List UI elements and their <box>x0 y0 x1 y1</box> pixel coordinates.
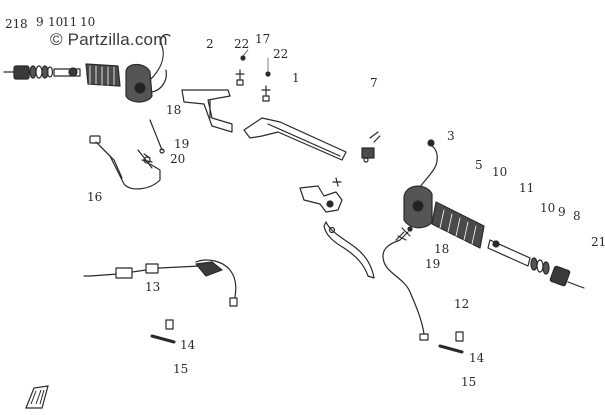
clutch-cable <box>83 259 238 307</box>
cable-adjuster-left <box>150 319 176 344</box>
left-spacer-rings <box>29 65 54 79</box>
screw-item-18-left <box>149 119 165 154</box>
callout-10-right-a: 10 <box>492 165 508 179</box>
callout-2: 2 <box>206 37 214 51</box>
brake-lever-perch <box>299 177 343 213</box>
callout-15-left: 15 <box>173 362 189 376</box>
callout-20: 20 <box>170 152 186 166</box>
right-switch-housing <box>403 185 433 229</box>
brake-cable <box>382 226 429 341</box>
callout-10-top-left-b: 10 <box>80 15 96 29</box>
callout-11-right: 11 <box>519 181 535 195</box>
callout-15-right: 15 <box>461 375 477 389</box>
callout-8-top-left: 8 <box>20 17 28 31</box>
callout-3: 3 <box>447 129 455 143</box>
callout-13: 13 <box>145 280 161 294</box>
callout-14-left: 14 <box>180 338 196 352</box>
callout-18-left: 18 <box>166 103 182 117</box>
callout-22-b: 22 <box>273 47 289 61</box>
throttle-cable <box>89 135 161 190</box>
right-wiring-lead <box>417 139 438 191</box>
callout-14-right: 14 <box>469 351 485 365</box>
callout-9-top-left: 9 <box>36 15 44 29</box>
right-inner-weight-rod <box>487 239 531 267</box>
callout-9-right: 9 <box>558 205 566 219</box>
callout-17: 17 <box>255 32 271 46</box>
callout-18-right: 18 <box>434 242 450 256</box>
watermark: © Partzilla.com <box>50 30 168 49</box>
left-switch-housing <box>125 33 171 103</box>
callout-11-top-left: 11 <box>62 15 78 29</box>
left-bar-end-weight <box>3 65 30 80</box>
handlebar-bracket <box>243 117 347 161</box>
brake-switch-small <box>361 131 381 163</box>
right-bar-end-weight <box>549 265 585 289</box>
small-bolts-top <box>235 55 271 102</box>
throttle-tube <box>181 89 233 133</box>
callout-7: 7 <box>370 76 378 90</box>
callout-16: 16 <box>87 190 103 204</box>
callout-12: 12 <box>454 297 470 311</box>
callout-5: 5 <box>475 158 483 172</box>
callout-19-right: 19 <box>425 257 441 271</box>
callout-22-a: 22 <box>234 37 250 51</box>
right-spacer-rings <box>530 257 550 275</box>
callout-19-left: 19 <box>174 137 190 151</box>
callout-21-right: 21 <box>591 235 605 249</box>
callout-1: 1 <box>292 71 300 85</box>
callout-21-top-left: 21 <box>5 17 21 31</box>
manufacturer-logo-icon <box>25 385 49 409</box>
callout-10-right-b: 10 <box>540 201 556 215</box>
right-grip <box>431 201 485 249</box>
leader-lines <box>242 49 269 73</box>
callout-10-top-left: 10 <box>48 15 64 29</box>
callout-8-right: 8 <box>573 209 581 223</box>
left-grip <box>85 63 121 87</box>
brake-lever <box>323 221 375 279</box>
left-inner-weight-rod <box>53 67 81 77</box>
cable-adjuster-right <box>438 331 464 354</box>
